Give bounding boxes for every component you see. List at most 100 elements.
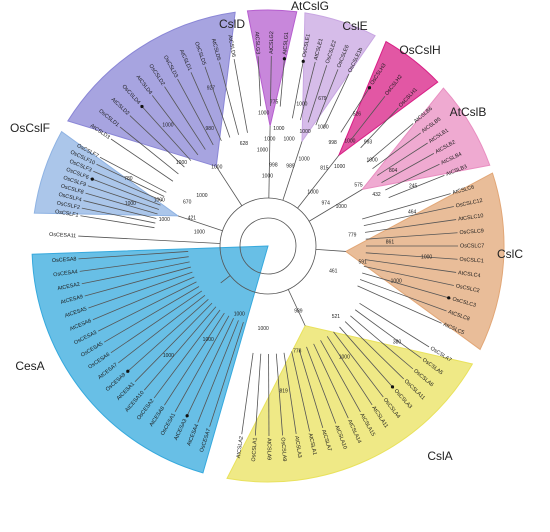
leaf-branch [359,279,447,312]
leaf-branch [233,58,248,133]
leaf-branch [365,252,458,260]
bootstrap-value: 1000 [234,312,245,318]
leaf-label: OsCSLF1 [55,209,79,219]
bootstrap-value: 670 [183,199,192,205]
leaf-label: AtCSLA1 [307,433,318,456]
leaf-branch [385,163,440,191]
leaf-branch [362,193,451,220]
leaf-branch [377,142,428,176]
bootstrap-value: 1000 [300,129,311,135]
leaf-branch [96,163,165,197]
clade-region-cesa [31,245,269,474]
clade-region-cslc [344,172,505,351]
bootstrap-value: 998 [328,140,337,146]
leaf-branch [363,206,454,227]
leaf-branch [283,352,297,434]
clade-region-oscslf [33,130,180,217]
leaf-branch [339,326,395,389]
star-marker-icon [140,104,144,109]
leaf-label: AtCSLC10 [458,213,484,222]
clade-label-atcslg: AtCslG [291,0,329,13]
star-marker-icon [367,86,372,90]
bootstrap-value: 1000 [194,229,205,235]
leaf-branch [350,315,414,370]
leaf-branch [126,299,209,373]
star-marker-icon [390,385,395,389]
leaf-label: OsCESA8 [52,256,77,264]
leaf-label: OsCSLA1 [251,437,259,461]
leaf-label: AtCSLE1 [313,38,324,61]
bootstrap-value: 1000 [203,337,214,343]
bootstrap-value: 993 [364,140,373,146]
leaf-label: AtCSLC6 [452,184,475,196]
bootstrap-value: 1000 [391,279,402,285]
bootstrap-value: 461 [329,269,338,275]
bootstrap-value: 1000 [176,160,187,166]
leaf-branch [204,66,231,138]
star-marker-icon [185,414,189,418]
leaf-branch [164,86,206,150]
leaf-branch [151,95,199,156]
bootstrap-value: 804 [389,168,398,174]
bootstrap-value: 1000 [307,190,318,196]
clade-branch [315,248,346,252]
clade-label-cslc: CslC [497,247,523,261]
bootstrap-value: 819 [279,388,288,394]
bootstrap-value: 775 [270,99,279,105]
leaf-branch [84,266,191,297]
leaf-label: AtCSLG3 [253,31,260,54]
leaf-branch [118,294,206,364]
bootstrap-value: 1000 [366,157,377,163]
leaf-branch [364,219,457,233]
leaf-branch [143,306,217,391]
bootstrap-value: 1000 [154,197,165,203]
bootstrap-value: 1000 [284,136,295,142]
leaf-branch [320,340,361,413]
leaf-branch [388,174,445,199]
leaf-branch [174,315,230,412]
leaf-branch [99,156,167,193]
leaf-branch [291,59,304,119]
bootstrap-value: 927 [207,85,216,91]
leaf-branch [81,261,190,285]
leaf-branch [365,232,458,240]
leaf-branch [257,56,262,107]
backbone-ring [219,197,317,295]
bootstrap-value: 526 [353,112,362,118]
bootstrap-value: 421 [188,216,197,222]
bootstrap-value: 1000 [299,157,310,163]
leaf-label: OsCSLF4 [58,192,82,203]
leaf-label: OsCSLC7 [460,243,484,249]
leaf-branch [219,62,239,135]
leaf-branch [85,192,158,215]
leaf-label: OsCSLC12 [455,198,483,210]
leaf-branch [241,352,254,435]
clade-branch [287,289,306,326]
leaf-branch [129,115,185,168]
star-marker-icon [447,296,451,300]
leaf-branch [81,207,156,224]
leaf-branch [270,56,272,107]
leaf-branch [93,170,163,202]
bootstrap-value: 432 [372,192,381,198]
bootstrap-value: 989 [286,163,295,169]
leaf-branch [360,107,399,149]
leaf-branch [87,185,160,210]
bootstrap-value: 245 [409,183,418,189]
bootstrap-value: 1000 [336,204,347,210]
leaf-branch [140,104,192,161]
bootstrap-value: 628 [240,141,249,147]
leaf-branch [354,309,422,359]
leaf-branch [313,343,349,419]
bootstrap-value: 980 [206,126,215,132]
bootstrap-value: 1000 [334,164,345,170]
clade-label-oscslf: OsCslF [10,121,50,135]
leaf-label: OsCSLC9 [459,228,484,236]
leaf-branch [306,346,337,424]
leaf-branch [299,61,316,121]
bootstrap-value: 1000 [296,101,307,107]
leaf-branch [134,302,213,382]
leaf-label: OsCSLC1 [459,257,484,265]
leaf-label: OsCESA4 [53,269,78,278]
